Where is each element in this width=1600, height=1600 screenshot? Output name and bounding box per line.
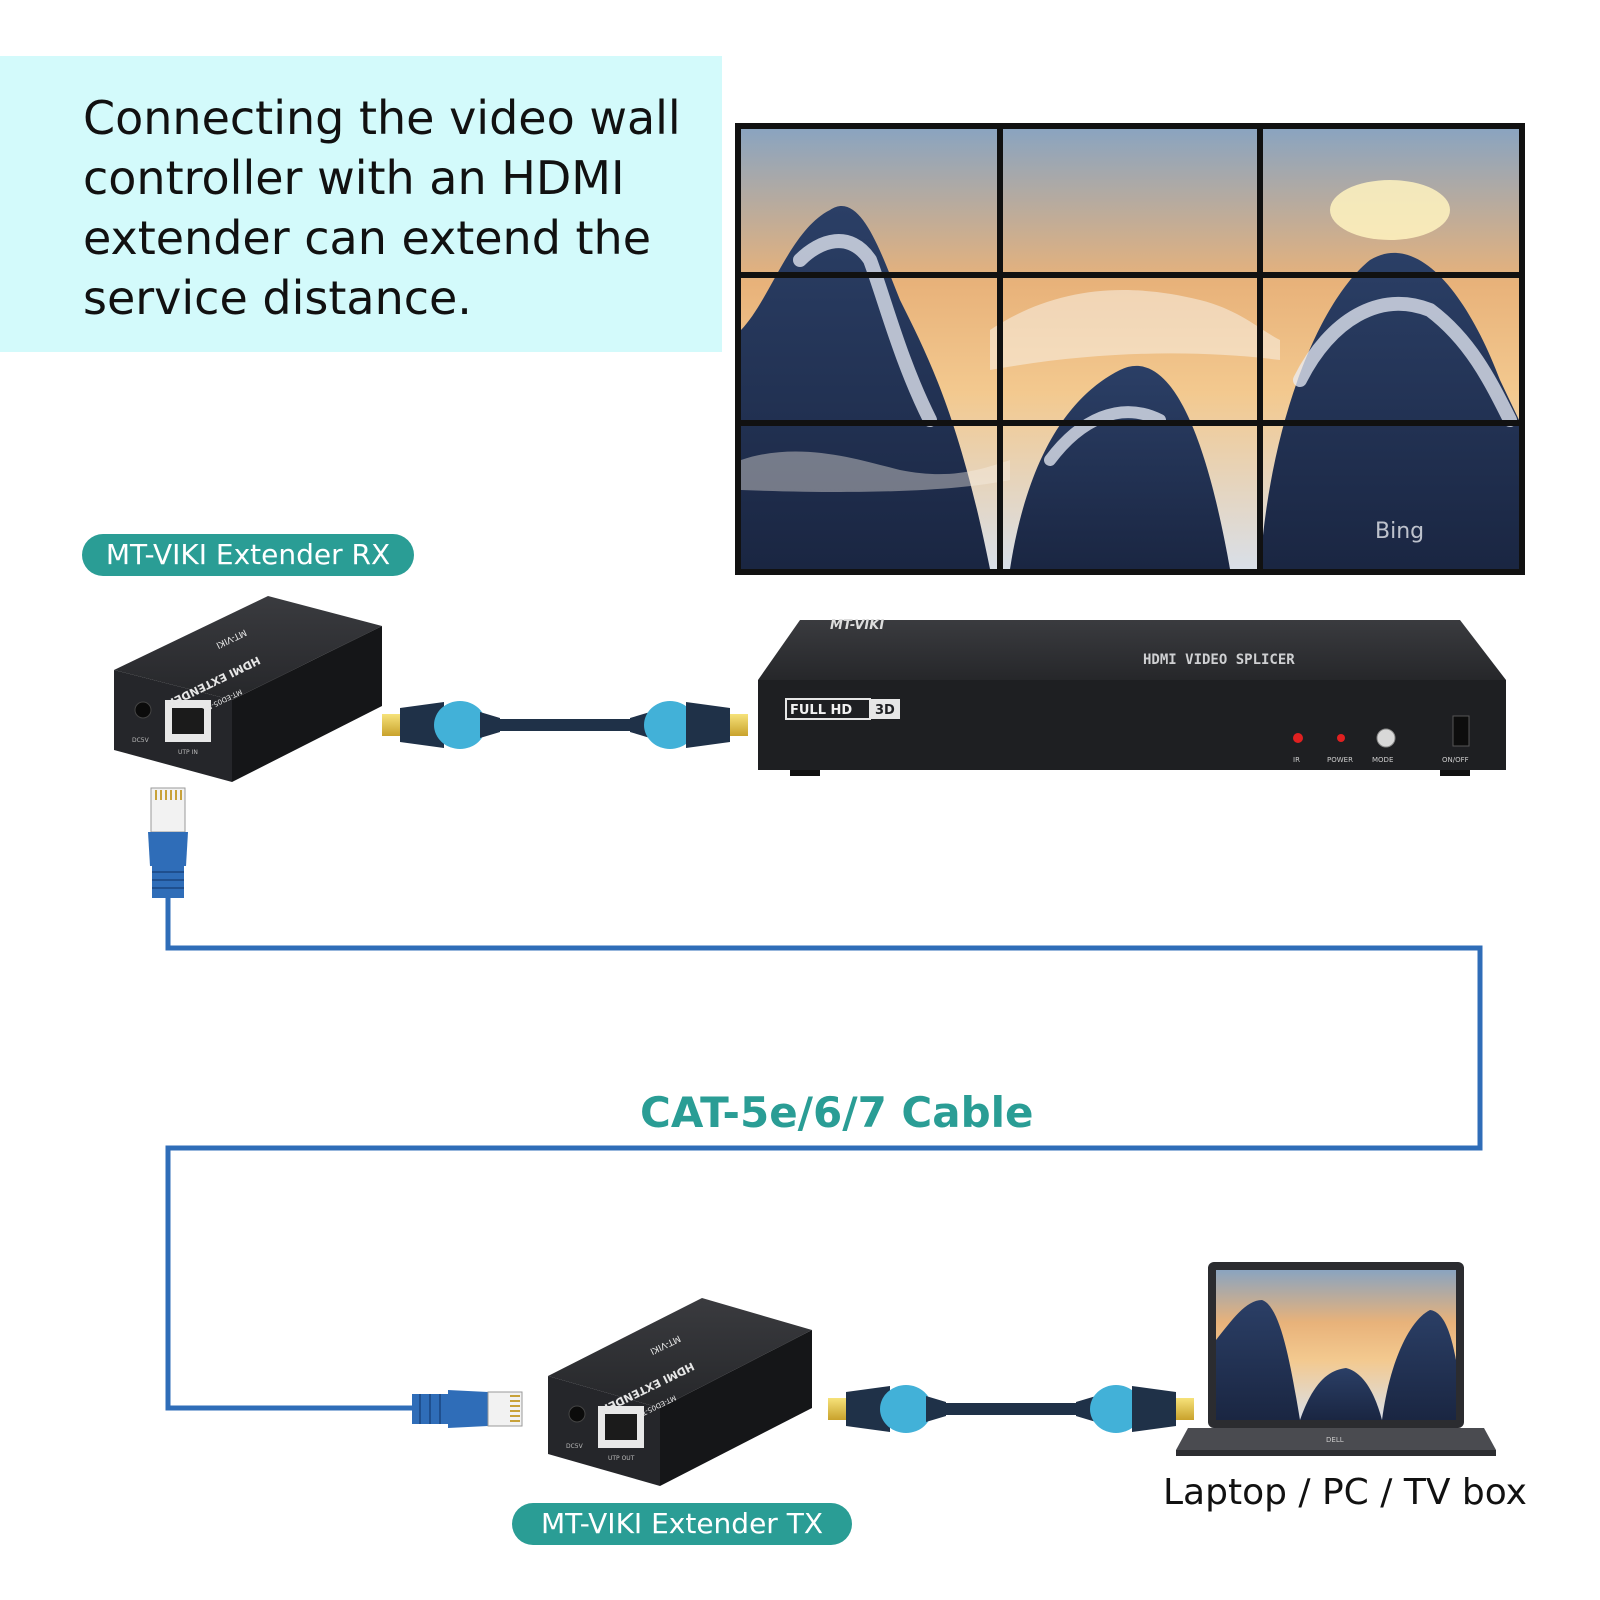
rj45-plug-top-boot — [148, 832, 188, 866]
mode-label: MODE — [1372, 756, 1393, 764]
receiver-label: MT-VIKI Extender RX — [82, 534, 414, 576]
tx-rj45-socket — [605, 1414, 637, 1440]
laptop-screen-peak-left — [1216, 1300, 1300, 1420]
rx-dc-jack-icon — [134, 701, 152, 719]
headline-panel — [0, 56, 722, 352]
headline: Connecting the video wall controller wit… — [83, 91, 681, 325]
transmitter-label: MT-VIKI Extender TX — [512, 1503, 852, 1545]
transmitter-extender: DC5V UTP OUT HDMI EXTENDER MT-VIKI MT-ED… — [548, 1298, 812, 1486]
rx-port-utp: UTP IN — [178, 749, 198, 756]
hdmi2-plug-right-body — [1132, 1386, 1176, 1432]
hdmi2-plug-left-boot — [880, 1385, 932, 1433]
hdmi-cord-top — [500, 719, 630, 731]
laptop: DELL — [1176, 1262, 1496, 1456]
network-cable — [148, 787, 1483, 1428]
ir-led-icon — [1293, 733, 1303, 743]
center-peak — [1010, 365, 1230, 569]
hdmi-cable-top — [382, 701, 748, 749]
rj45-plug-top-pins — [155, 790, 182, 800]
laptop-brand: DELL — [1326, 1436, 1344, 1444]
splicer-title: HDMI VIDEO SPLICER — [1143, 652, 1295, 668]
laptop-screen-peak-center — [1300, 1368, 1382, 1420]
badge-fullhd: FULL HD — [790, 703, 852, 718]
rj45-plug-bottom-ridges — [419, 1394, 441, 1424]
rj45-plug-top-ridges — [152, 871, 184, 889]
network-cable-line — [165, 898, 1483, 1411]
receiver-extender: DC5V UTP IN HDMI EXTENDER MT-VIKI MT-ED0… — [114, 596, 382, 782]
laptop-screen-peak-right — [1382, 1310, 1456, 1420]
splicer-brand: MT-VIKI — [830, 618, 884, 633]
splicer-foot-right — [1440, 770, 1470, 776]
tx-side — [660, 1330, 812, 1486]
splicer-front — [758, 680, 1506, 770]
hdmi-plug-left-tail — [480, 712, 500, 738]
hdmi2-plug-right-boot — [1090, 1385, 1142, 1433]
hdmi-plug-left-boot — [434, 701, 486, 749]
left-peak-snow — [793, 234, 937, 427]
cable-label: CAT-5e/6/7 Cable — [640, 1088, 1034, 1137]
laptop-base-edge — [1176, 1450, 1496, 1456]
hdmi2-plug-left-body — [846, 1386, 890, 1432]
rx-port-dc: DC5V — [132, 737, 150, 744]
hdmi2-plug-left-tip — [828, 1398, 846, 1420]
power-label: POWER — [1327, 756, 1353, 764]
badge-3d: 3D — [875, 703, 895, 718]
badge-3d-box — [870, 699, 900, 719]
center-peak-snow — [1044, 406, 1166, 466]
video-wall: Bing — [735, 123, 1525, 575]
tx-top — [548, 1298, 812, 1408]
sun — [1330, 180, 1450, 240]
tx-port-dc: DC5V — [566, 1443, 584, 1450]
hdmi2-plug-right-tip — [1176, 1398, 1194, 1420]
rj45-plug-bottom-pins — [510, 1395, 520, 1422]
hdmi-plug-right-body — [686, 702, 730, 748]
rx-side — [232, 626, 382, 782]
ir-label: IR — [1293, 756, 1300, 764]
hdmi-plug-right-boot — [644, 701, 696, 749]
hdmi-cable-bottom — [828, 1385, 1194, 1433]
hdmi-cord-bottom — [946, 1403, 1076, 1415]
hdmi-plug-left-body — [400, 702, 444, 748]
low-cloud — [741, 451, 1010, 492]
cloud-band — [990, 290, 1280, 370]
splicer-foot-left — [790, 770, 820, 776]
tx-dc-jack-icon — [568, 1405, 586, 1423]
video-splicer: MT-VIKI HDMI VIDEO SPLICER FULL HD 3D IR… — [758, 618, 1506, 776]
laptop-base — [1176, 1428, 1496, 1450]
rj45-plug-bottom-boot — [448, 1390, 488, 1428]
bing-watermark: Bing — [1375, 519, 1424, 544]
onoff-label: ON/OFF — [1442, 756, 1469, 764]
mode-button[interactable] — [1376, 728, 1396, 748]
right-peak-snow — [1293, 296, 1517, 427]
rx-top — [114, 596, 382, 700]
source-device-label: Laptop / PC / TV box — [1163, 1472, 1527, 1513]
rj45-plug-top-strain — [152, 866, 184, 898]
splicer-top — [758, 620, 1506, 680]
left-peak — [741, 206, 990, 569]
hdmi-plug-right-tip — [730, 714, 748, 736]
tx-port-utp: UTP OUT — [608, 1455, 635, 1462]
power-led-icon — [1337, 734, 1345, 742]
hdmi-plug-left-tip — [382, 714, 400, 736]
hdmi2-plug-left-tail — [926, 1396, 946, 1422]
rx-rj45-socket — [172, 708, 204, 734]
power-switch[interactable] — [1452, 715, 1470, 747]
